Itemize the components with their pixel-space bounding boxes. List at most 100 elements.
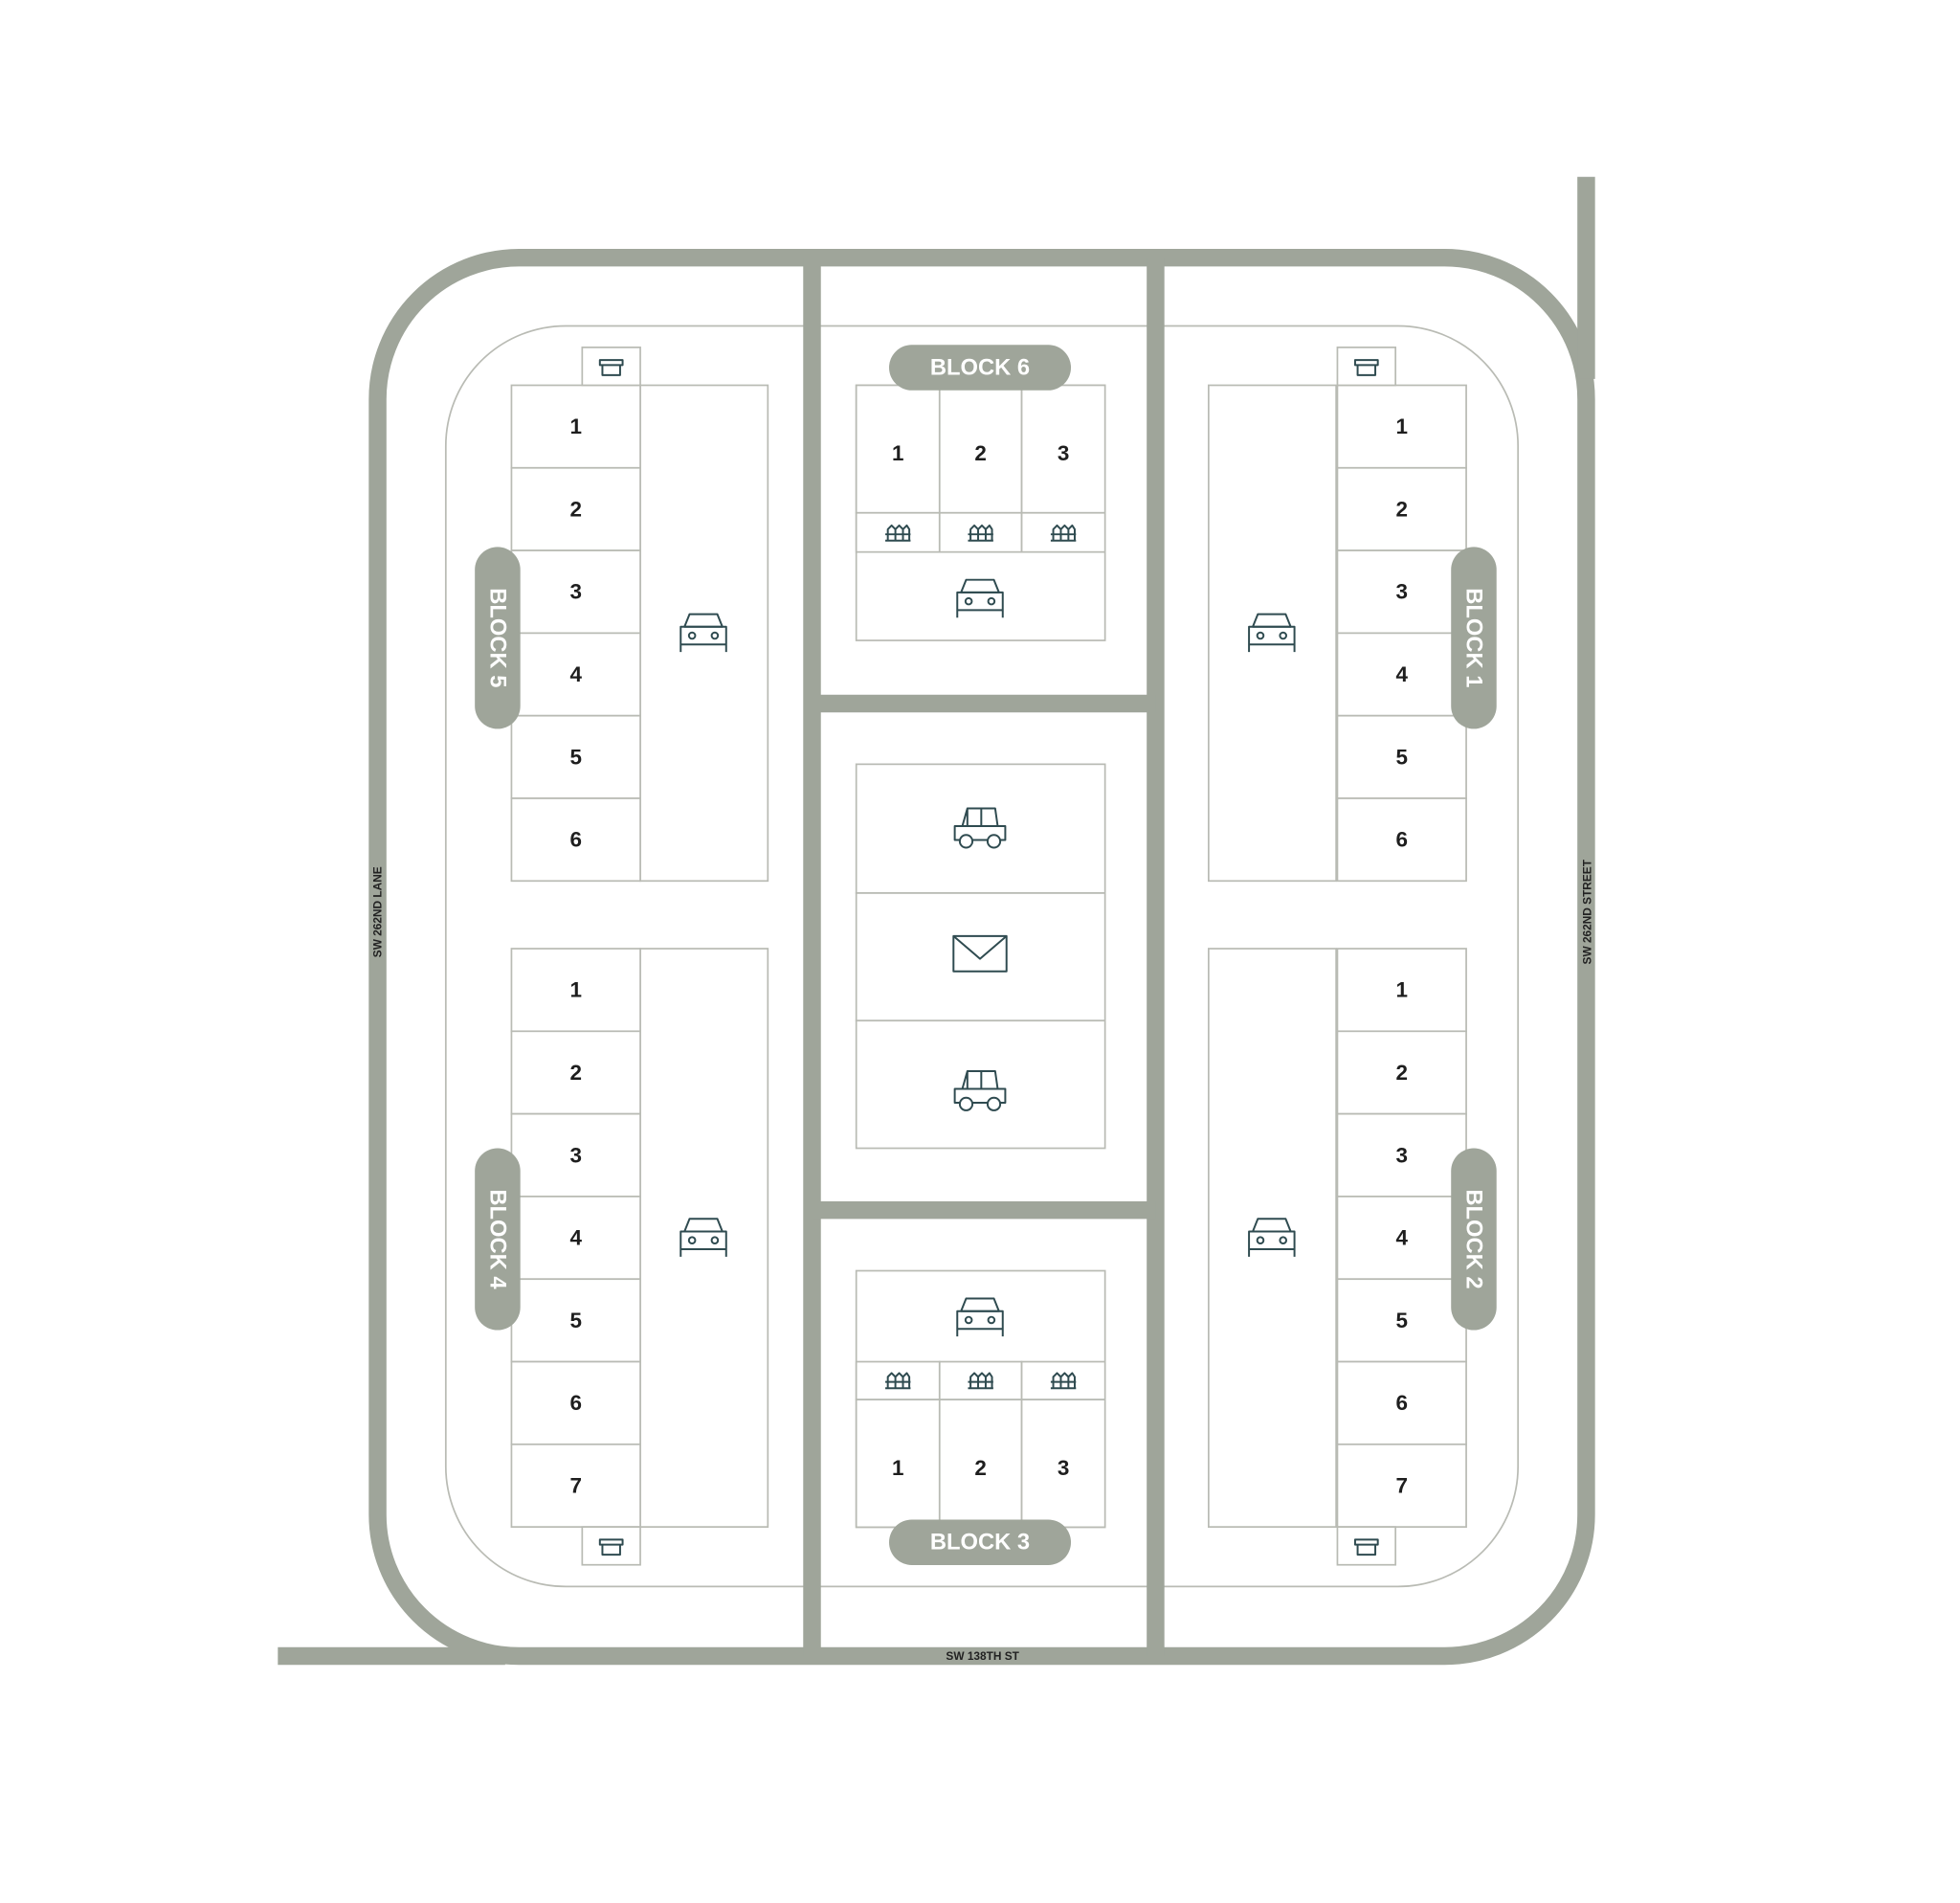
unit-2[interactable] [938, 384, 1023, 514]
block-4-label-pill[interactable]: BLOCK 4 [475, 1148, 521, 1331]
yard [1020, 511, 1106, 553]
yard [855, 1360, 941, 1400]
unit-2[interactable] [510, 1030, 641, 1115]
unit-6[interactable] [1336, 797, 1467, 883]
unit-number: 1 [1396, 978, 1408, 1002]
parking-area [639, 948, 769, 1528]
unit-number: 1 [569, 414, 581, 438]
trash-enclosure [1336, 347, 1397, 387]
unit-3[interactable] [1020, 1399, 1106, 1529]
mail-envelope-icon [952, 934, 1008, 973]
unit-number: 2 [569, 497, 581, 521]
car-side-icon [953, 807, 1007, 849]
unit-number: 3 [1058, 1456, 1069, 1480]
unit-number: 5 [1396, 745, 1408, 769]
block-label: BLOCK 2 [1460, 1189, 1486, 1288]
block5-group: 1 2 3 4 5 6 [510, 347, 769, 883]
yard [938, 511, 1023, 553]
car-side-icon [953, 1070, 1007, 1111]
road-label-south: SW 138TH ST [946, 1649, 1019, 1663]
unit-3[interactable] [1020, 384, 1106, 514]
fence-icon [885, 1372, 911, 1390]
unit-number: 3 [1058, 441, 1069, 465]
unit-number: 2 [1396, 1061, 1408, 1085]
unit-number: 4 [1396, 662, 1409, 686]
unit-2[interactable] [510, 466, 641, 551]
unit-1[interactable] [1336, 384, 1467, 469]
fence-icon [885, 524, 911, 542]
road-label-east: SW 262ND STREET [1581, 859, 1594, 964]
parking-area [855, 763, 1106, 894]
unit-6[interactable] [510, 797, 641, 883]
unit-number: 4 [569, 1226, 582, 1250]
unit-number: 4 [569, 662, 582, 686]
yard [938, 1360, 1023, 1400]
unit-number: 6 [569, 1391, 581, 1415]
unit-number: 2 [974, 1456, 986, 1480]
car-front-icon [956, 578, 1004, 618]
unit-3[interactable] [510, 1112, 641, 1198]
unit-number: 6 [569, 828, 581, 852]
parking-area [1207, 948, 1337, 1528]
unit-number: 3 [1396, 1143, 1408, 1167]
yard [855, 511, 941, 553]
block-6-label-pill[interactable]: BLOCK 6 [888, 345, 1072, 391]
block-label: BLOCK 6 [930, 355, 1030, 381]
fence-icon [968, 1372, 993, 1390]
perimeter-road [368, 248, 1595, 1666]
unit-number: 1 [1396, 414, 1408, 438]
car-front-icon [956, 1297, 1004, 1337]
parking-area [639, 384, 769, 883]
unit-number: 2 [974, 441, 986, 465]
trash-bin-icon [1353, 1538, 1379, 1556]
unit-4[interactable] [510, 1196, 641, 1281]
trash-bin-icon [1353, 359, 1379, 376]
block-label: BLOCK 5 [484, 588, 510, 687]
car-front-icon [1248, 1218, 1296, 1257]
unit-7[interactable] [1336, 1443, 1467, 1528]
unit-number: 6 [1396, 828, 1408, 852]
block-5-label-pill[interactable]: BLOCK 5 [475, 547, 521, 729]
trash-bin-icon [598, 359, 624, 376]
unit-number: 3 [569, 580, 581, 604]
unit-number: 3 [569, 1143, 581, 1167]
unit-number: 1 [892, 1456, 903, 1480]
unit-number: 6 [1396, 1391, 1408, 1415]
parking-area [1207, 384, 1337, 883]
unit-1[interactable] [510, 384, 641, 469]
unit-number: 3 [1396, 580, 1408, 604]
unit-6[interactable] [510, 1360, 641, 1445]
block-3-label-pill[interactable]: BLOCK 3 [888, 1519, 1072, 1565]
unit-number: 7 [1396, 1473, 1408, 1497]
unit-3[interactable] [1336, 549, 1467, 635]
unit-1[interactable] [855, 1399, 941, 1529]
unit-number: 4 [1396, 1226, 1409, 1250]
yard [1020, 1360, 1106, 1400]
fence-icon [1050, 524, 1077, 542]
trash-enclosure [581, 347, 641, 387]
unit-number: 7 [569, 1473, 581, 1497]
block-label: BLOCK 3 [930, 1530, 1030, 1556]
unit-4[interactable] [1336, 632, 1467, 717]
unit-5[interactable] [1336, 1278, 1467, 1363]
block2-group: 1 2 3 4 5 6 7 [1207, 948, 1467, 1566]
road-label-west: SW 262ND LANE [371, 866, 385, 957]
unit-number: 5 [569, 745, 581, 769]
trash-enclosure [1336, 1526, 1397, 1566]
unit-number: 5 [1396, 1309, 1408, 1332]
trash-enclosure [581, 1526, 641, 1566]
mailbox-area [855, 892, 1106, 1022]
block-label: BLOCK 4 [484, 1189, 510, 1289]
fence-icon [968, 524, 993, 542]
block-2-label-pill[interactable]: BLOCK 2 [1451, 1148, 1497, 1331]
car-front-icon [679, 613, 727, 653]
unit-2[interactable] [1336, 466, 1467, 551]
unit-5[interactable] [1336, 714, 1467, 799]
block-1-label-pill[interactable]: BLOCK 1 [1451, 547, 1497, 729]
unit-number: 1 [892, 441, 903, 465]
unit-3[interactable] [1336, 1112, 1467, 1198]
unit-7[interactable] [510, 1443, 641, 1528]
